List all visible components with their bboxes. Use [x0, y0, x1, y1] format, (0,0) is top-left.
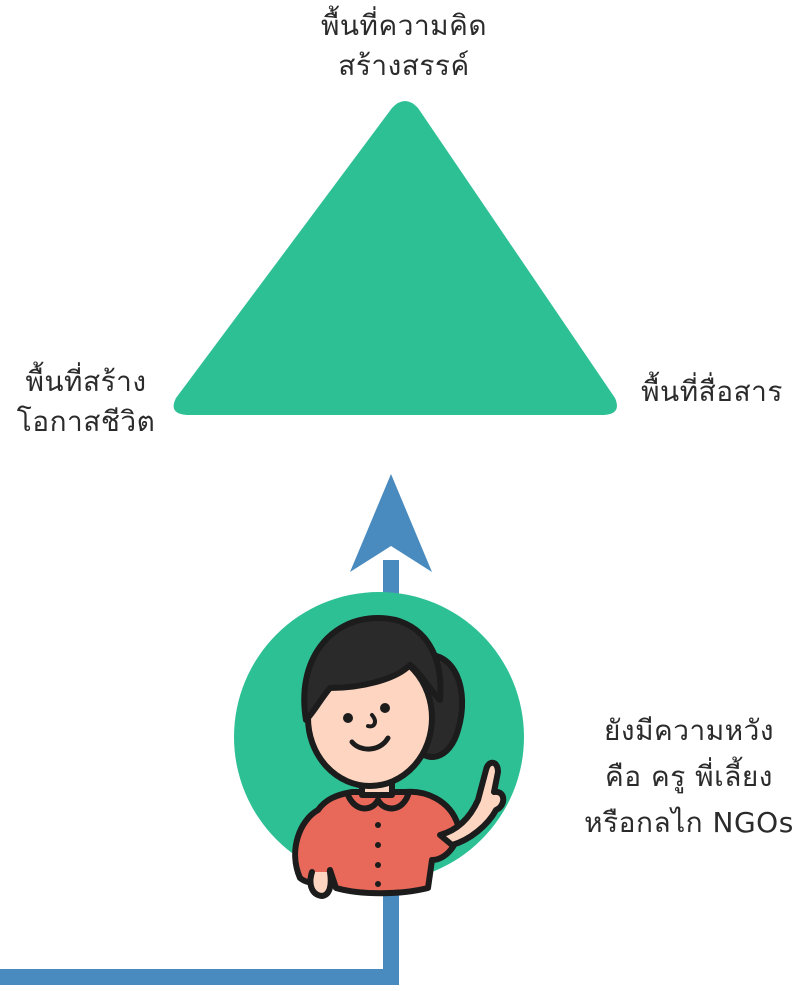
node-left-line-2: โอกาสชีวิต: [16, 405, 156, 438]
node-right-line-1: พื้นที่สื่อสาร: [641, 375, 783, 408]
concept-triangle: [173, 101, 617, 415]
node-life-opportunity-label: พื้นที่สร้าง โอกาสชีวิต: [0, 362, 172, 442]
node-creative-thinking-label: พื้นที่ความคิด สร้างสรรค์: [254, 6, 554, 86]
node-left-line-1: พื้นที่สร้าง: [25, 365, 147, 398]
hope-note-label: ยังมีความหวัง คือ ครู พี่เลี้ยง หรือกลไก…: [570, 708, 808, 846]
note-line-1: ยังมีความหวัง: [603, 714, 775, 747]
note-line-3: หรือกลไก NGOs: [584, 806, 794, 839]
girl-pointing-illustration: [292, 615, 507, 899]
up-arrow-icon: [350, 474, 432, 572]
note-line-2: คือ ครู พี่เลี้ยง: [605, 760, 773, 793]
node-top-line-2: สร้างสรรค์: [338, 49, 470, 82]
node-communication-label: พื้นที่สื่อสาร: [616, 372, 808, 412]
node-top-line-1: พื้นที่ความคิด: [320, 9, 488, 42]
